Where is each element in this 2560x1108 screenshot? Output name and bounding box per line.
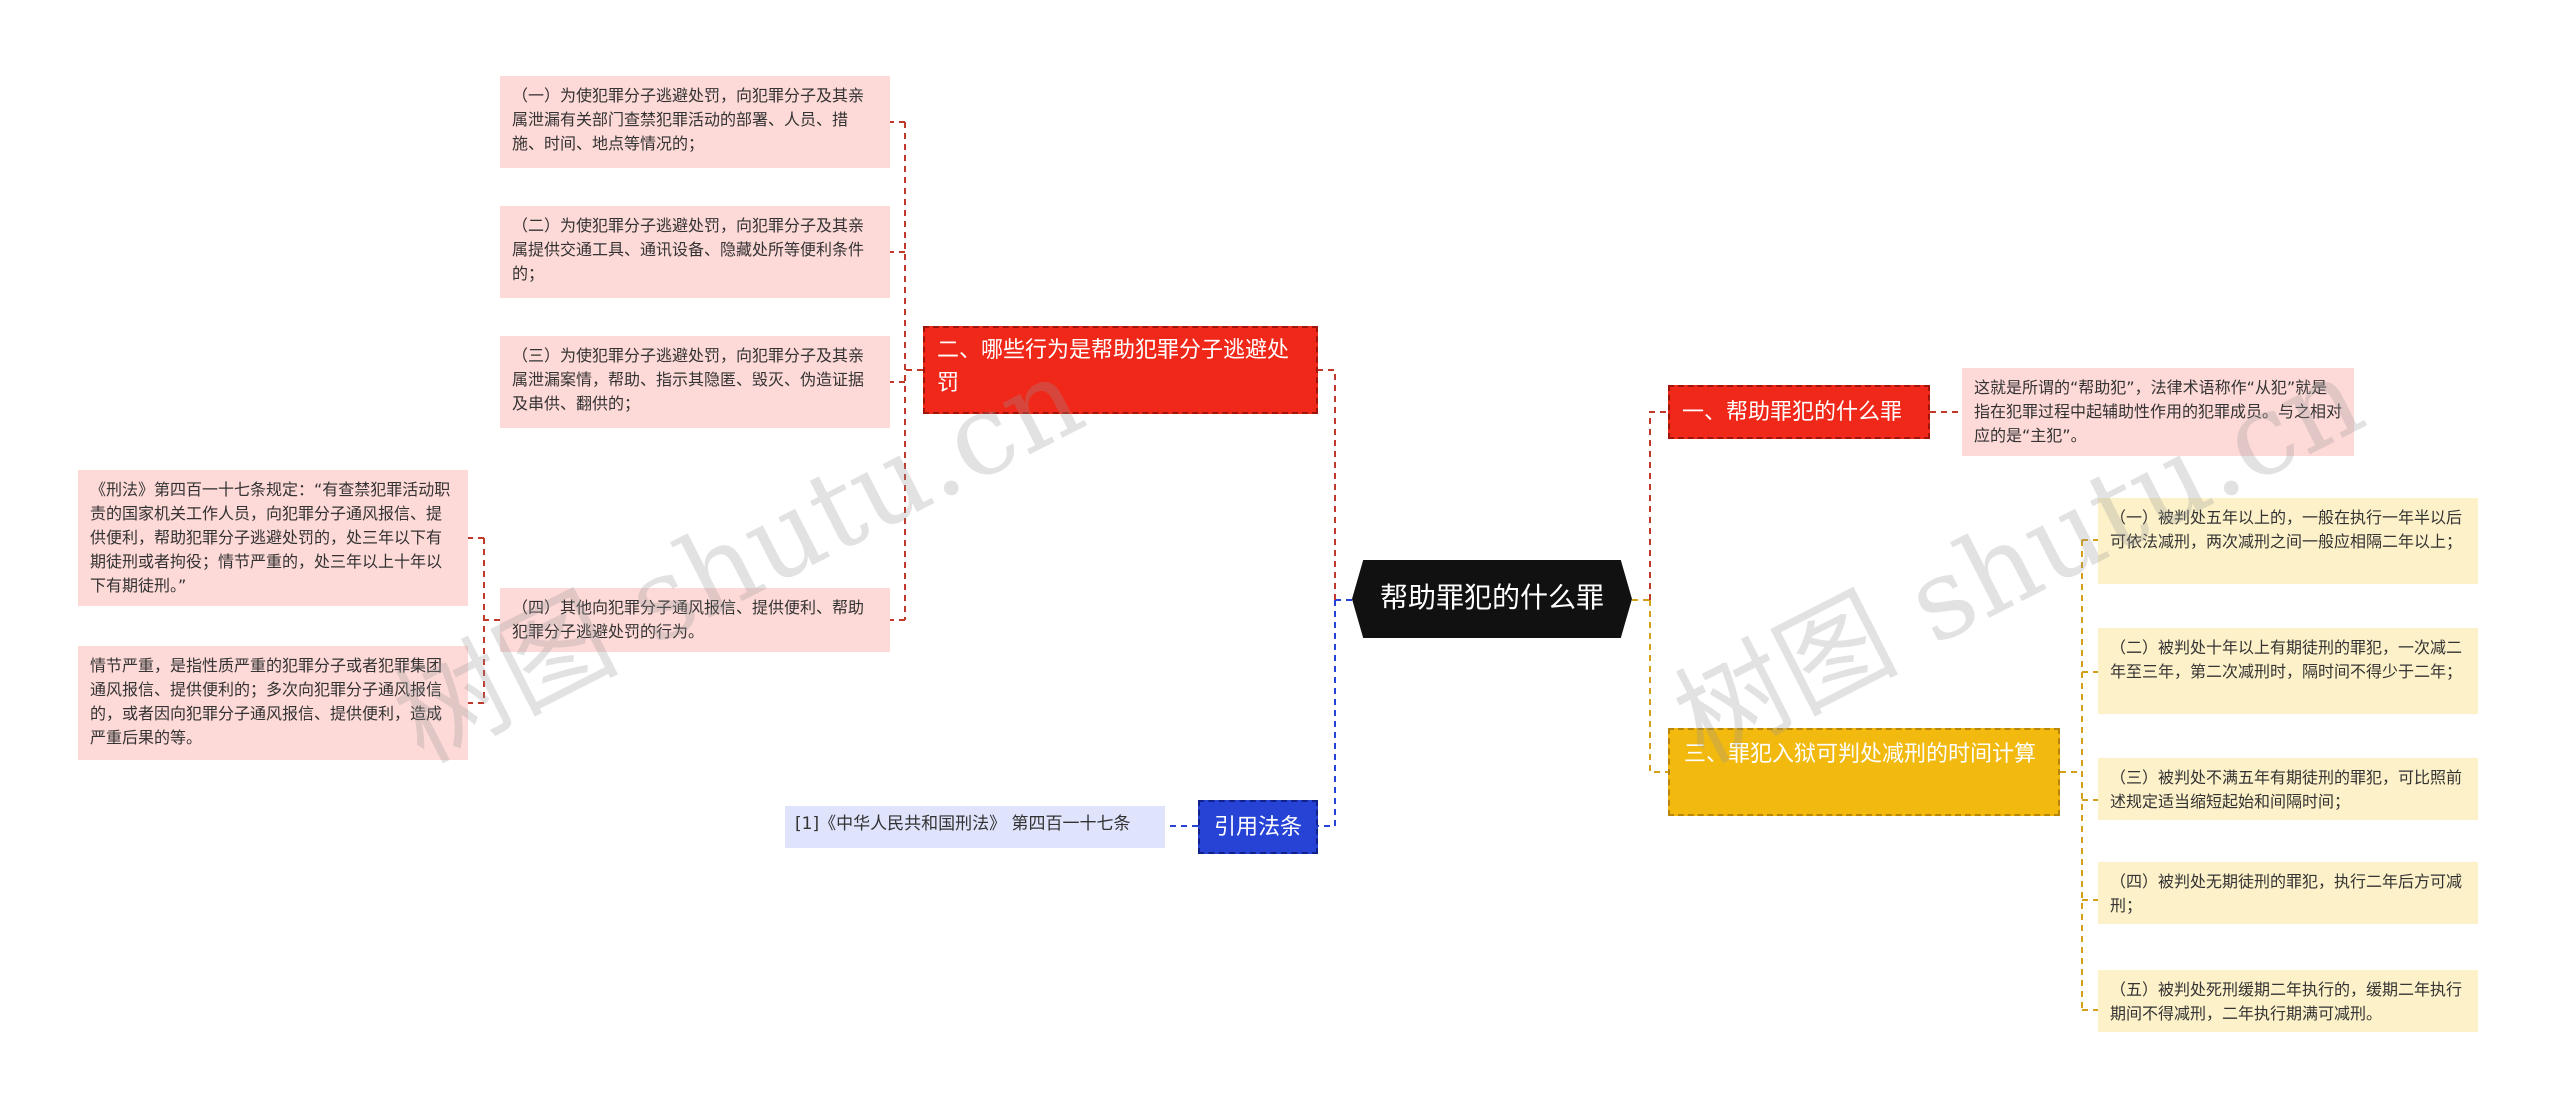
branch-2-sub-leaf-1[interactable]: 《刑法》第四百一十七条规定：“有查禁犯罪活动职责的国家机关工作人员，向犯罪分子通… — [78, 470, 468, 606]
branch-4-topic[interactable]: 引用法条 — [1198, 800, 1318, 854]
branch-2-leaf-2[interactable]: （二）为使犯罪分子逃避处罚，向犯罪分子及其亲属提供交通工具、通讯设备、隐藏处所等… — [500, 206, 890, 298]
branch-2-leaf-3[interactable]: （三）为使犯罪分子逃避处罚，向犯罪分子及其亲属泄漏案情，帮助、指示其隐匿、毁灭、… — [500, 336, 890, 428]
branch-3-leaf-2[interactable]: （二）被判处十年以上有期徒刑的罪犯，一次减二年至三年，第二次减刑时，隔时间不得少… — [2098, 628, 2478, 714]
branch-3-leaf-4[interactable]: （四）被判处无期徒刑的罪犯，执行二年后方可减刑； — [2098, 862, 2478, 924]
branch-2-topic[interactable]: 二、哪些行为是帮助犯罪分子逃避处罚 — [923, 326, 1318, 414]
branch-3-leaf-5[interactable]: （五）被判处死刑缓期二年执行的，缓期二年执行期间不得减刑，二年执行期满可减刑。 — [2098, 970, 2478, 1032]
branch-2-sub-leaf-2[interactable]: 情节严重，是指性质严重的犯罪分子或者犯罪集团通风报信、提供便利的；多次向犯罪分子… — [78, 646, 468, 760]
branch-3-leaf-3[interactable]: （三）被判处不满五年有期徒刑的罪犯，可比照前述规定适当缩短起始和间隔时间； — [2098, 758, 2478, 820]
branch-3-topic[interactable]: 三、罪犯入狱可判处减刑的时间计算 — [1668, 728, 2060, 816]
root-topic[interactable]: 帮助罪犯的什么罪 — [1352, 560, 1632, 638]
branch-1-leaf-1[interactable]: 这就是所谓的“帮助犯”，法律术语称作“从犯”就是指在犯罪过程中起辅助性作用的犯罪… — [1962, 368, 2354, 456]
branch-2-leaf-1[interactable]: （一）为使犯罪分子逃避处罚，向犯罪分子及其亲属泄漏有关部门查禁犯罪活动的部署、人… — [500, 76, 890, 168]
branch-2-leaf-4[interactable]: （四）其他向犯罪分子通风报信、提供便利、帮助犯罪分子逃避处罚的行为。 — [500, 588, 890, 652]
branch-1-topic[interactable]: 一、帮助罪犯的什么罪 — [1668, 385, 1930, 439]
branch-3-leaf-1[interactable]: （一）被判处五年以上的，一般在执行一年半以后可依法减刑，两次减刑之间一般应相隔二… — [2098, 498, 2478, 584]
branch-4-leaf-1[interactable]: [1]《中华人民共和国刑法》 第四百一十七条 — [785, 806, 1165, 848]
